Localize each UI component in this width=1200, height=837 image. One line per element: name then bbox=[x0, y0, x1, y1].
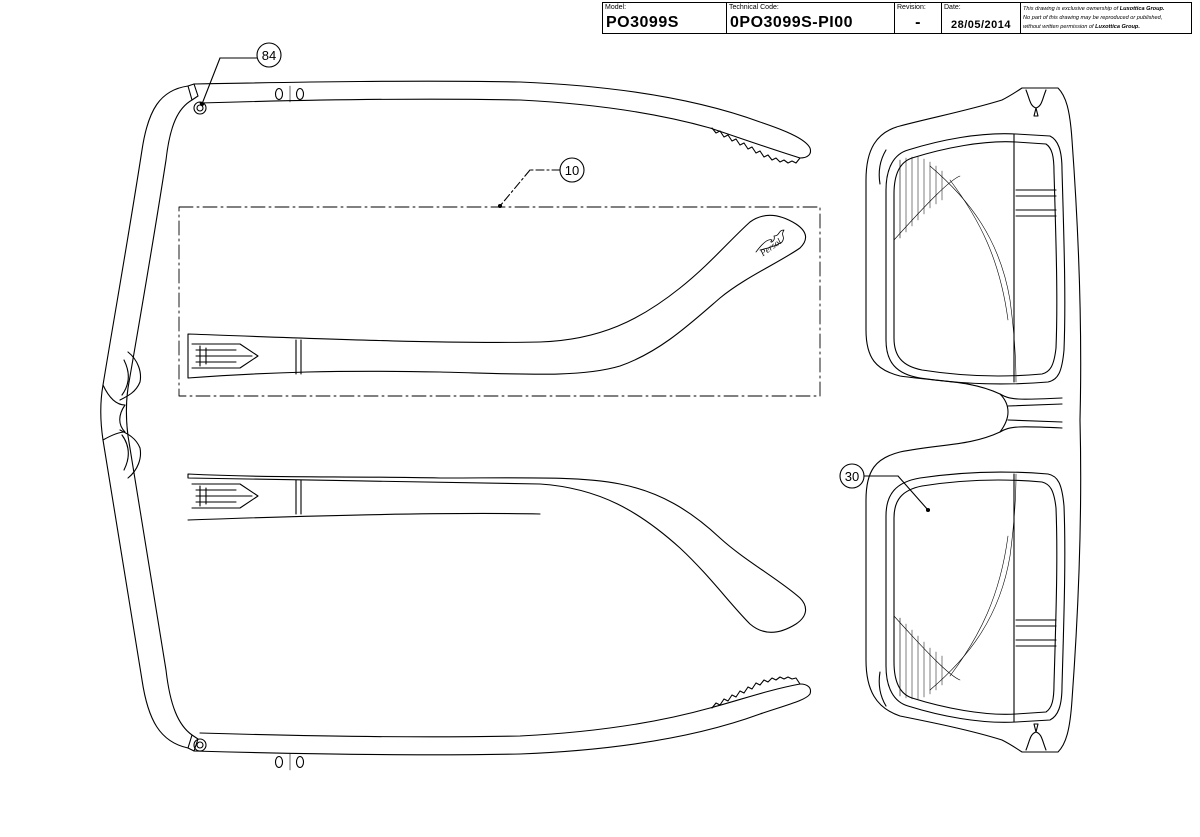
revision-label: Revision: bbox=[897, 4, 926, 11]
model-label: Model: bbox=[605, 4, 627, 11]
date-cell: Date: 28/05/2014 bbox=[942, 3, 1021, 33]
temple-side-view-detail: Persol bbox=[178, 206, 821, 397]
technical-code-cell: Technical Code: 0PO3099S-PI00 bbox=[727, 3, 895, 33]
notice-brand-2: Luxottica Group. bbox=[1095, 24, 1140, 30]
revision-cell: Revision: - bbox=[895, 3, 942, 33]
callout-84-label: 84 bbox=[262, 48, 276, 63]
technical-code-value: 0PO3099S-PI00 bbox=[730, 14, 854, 31]
lower-temple-top-view bbox=[193, 676, 812, 771]
upper-temple-top-view bbox=[193, 80, 812, 164]
notice-line-3: without written permission of bbox=[1023, 24, 1094, 30]
date-value: 28/05/2014 bbox=[950, 19, 1012, 31]
model-cell: Model: PO3099S bbox=[603, 3, 727, 33]
callout-10: 10 bbox=[497, 157, 585, 209]
callout-30-label: 30 bbox=[845, 469, 859, 484]
callout-84: 84 bbox=[199, 42, 282, 107]
ownership-notice: This drawing is exclusive ownership of L… bbox=[1021, 3, 1191, 33]
revision-value: - bbox=[915, 14, 921, 31]
notice-line-1: This drawing is exclusive ownership of bbox=[1023, 6, 1119, 12]
temple-side-view bbox=[187, 473, 807, 633]
model-value: PO3099S bbox=[606, 14, 679, 31]
callout-30: 30 bbox=[839, 463, 931, 513]
date-label: Date: bbox=[944, 4, 961, 11]
notice-brand-1: Luxottica Group. bbox=[1119, 6, 1165, 12]
title-block: Model: PO3099S Technical Code: 0PO3099S-… bbox=[602, 2, 1192, 34]
callout-10-label: 10 bbox=[565, 163, 579, 178]
frame-top-view bbox=[100, 83, 199, 752]
technical-code-label: Technical Code: bbox=[729, 4, 779, 11]
frame-front-view bbox=[865, 87, 1082, 753]
notice-line-2: No part of this drawing may be reproduce… bbox=[1023, 15, 1163, 21]
